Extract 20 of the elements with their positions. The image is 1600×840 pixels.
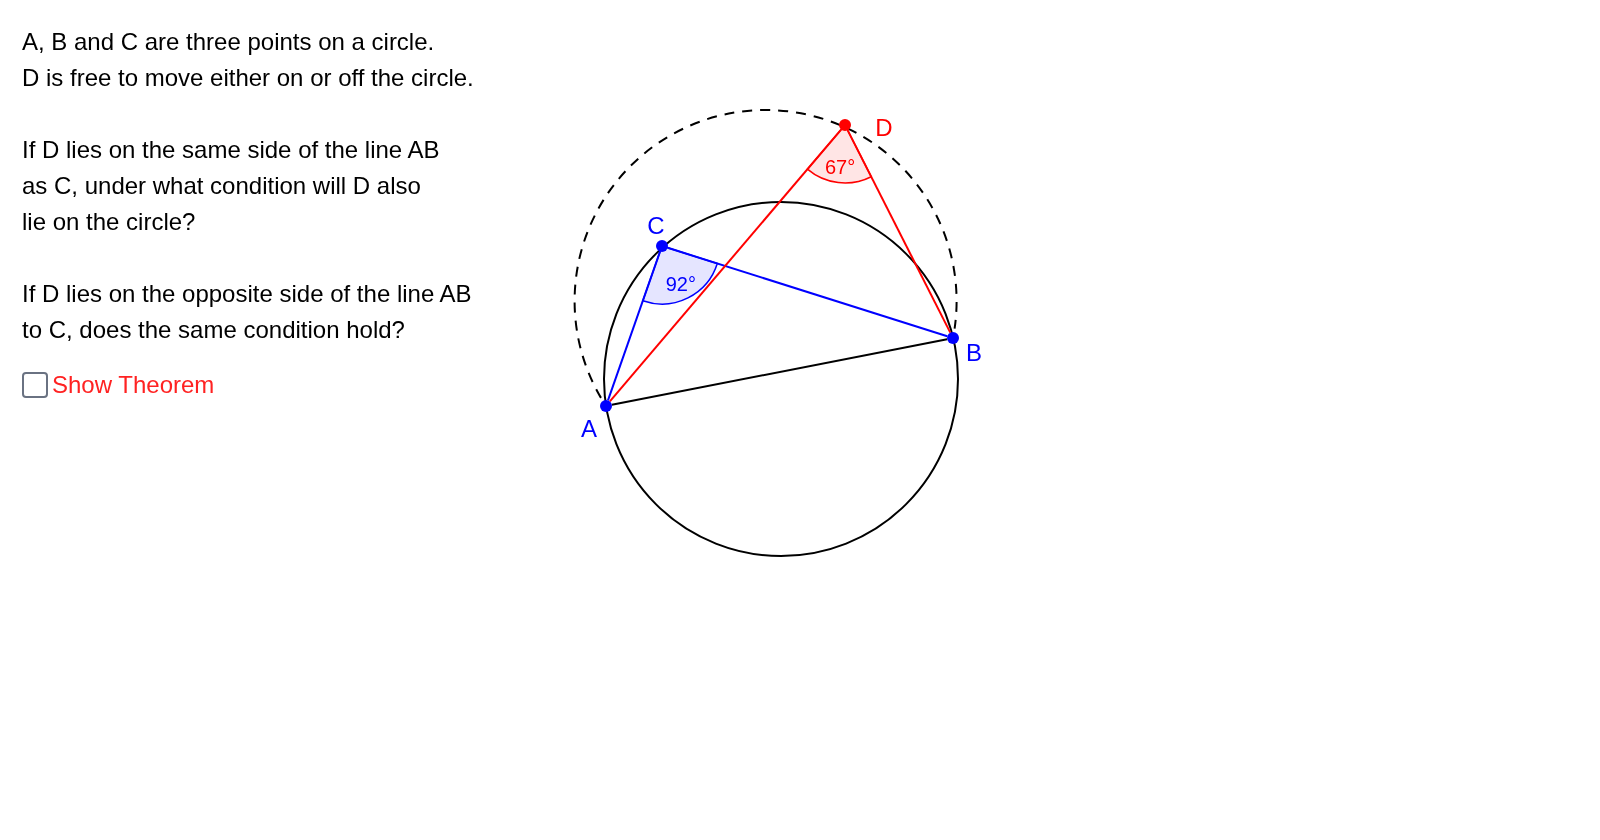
line-segment <box>846 129 952 334</box>
point <box>600 400 612 412</box>
line-segment <box>666 246 949 338</box>
question-text: If D lies on the opposite side of the line AB to C, does the same condition hold? <box>22 279 473 345</box>
line-segment <box>610 338 949 406</box>
question-text: If D lies on the same side of the line AB as C, under what condition will D also lie on the circle? <box>22 135 441 237</box>
angle-label: 67° <box>824 156 856 177</box>
point <box>839 119 851 131</box>
checkbox-label: Show Theorem <box>52 370 215 400</box>
text: A, B and C are three points on a circle. <box>22 27 436 57</box>
text: D is free to move either on or off the circle. <box>22 63 475 93</box>
line-segment <box>608 128 843 403</box>
point-label: C <box>647 214 665 238</box>
point-label: B <box>966 341 982 365</box>
point-label: D <box>875 116 893 140</box>
point-label: A <box>581 417 597 441</box>
point <box>947 332 959 344</box>
angle-label: 92° <box>665 273 696 294</box>
point <box>656 240 668 252</box>
line-segment <box>607 250 661 402</box>
